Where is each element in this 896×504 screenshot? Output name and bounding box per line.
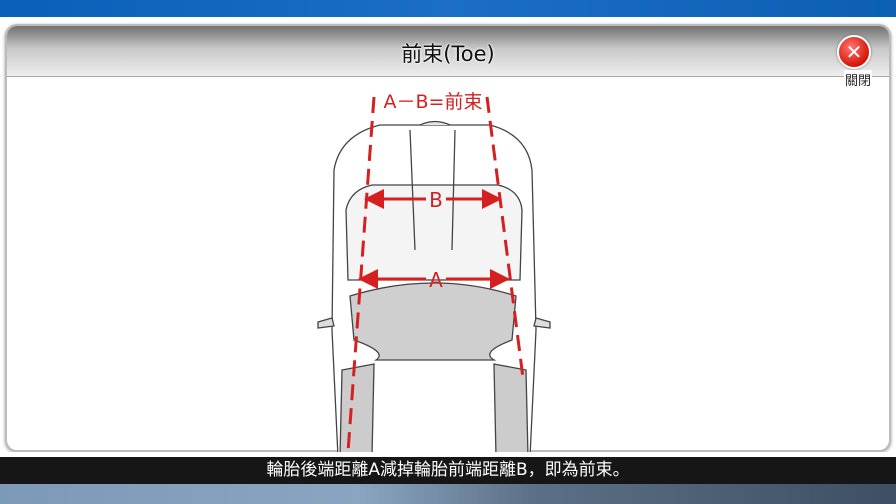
- dialog-title: 前束(Toe): [401, 42, 495, 66]
- label-b: B: [429, 188, 443, 212]
- arrow-a-right-head: [490, 269, 510, 289]
- left-wheel-dashed-line: [346, 96, 376, 453]
- toe-diagram: A－B=前束 B A: [317, 91, 551, 457]
- arrow-b-left-head: [364, 189, 384, 209]
- close-icon: ✕: [845, 40, 863, 64]
- label-a: A: [429, 268, 443, 292]
- background-landscape: [0, 484, 896, 504]
- car-top-view: [317, 120, 551, 457]
- arrow-a-left-head: [358, 269, 378, 289]
- close-button-label[interactable]: 關閉: [843, 70, 872, 89]
- dialog-header: 前束(Toe) ✕ 關閉: [7, 26, 889, 89]
- spacer: [0, 452, 896, 457]
- top-background-band: [0, 0, 896, 17]
- close-button[interactable]: ✕: [837, 35, 871, 69]
- subtitle-caption: 輪胎後端距離A減掉輪胎前端距離B，即為前束。: [0, 457, 896, 484]
- arrow-b-right-head: [482, 189, 502, 209]
- formula-label: A－B=前束: [384, 91, 483, 113]
